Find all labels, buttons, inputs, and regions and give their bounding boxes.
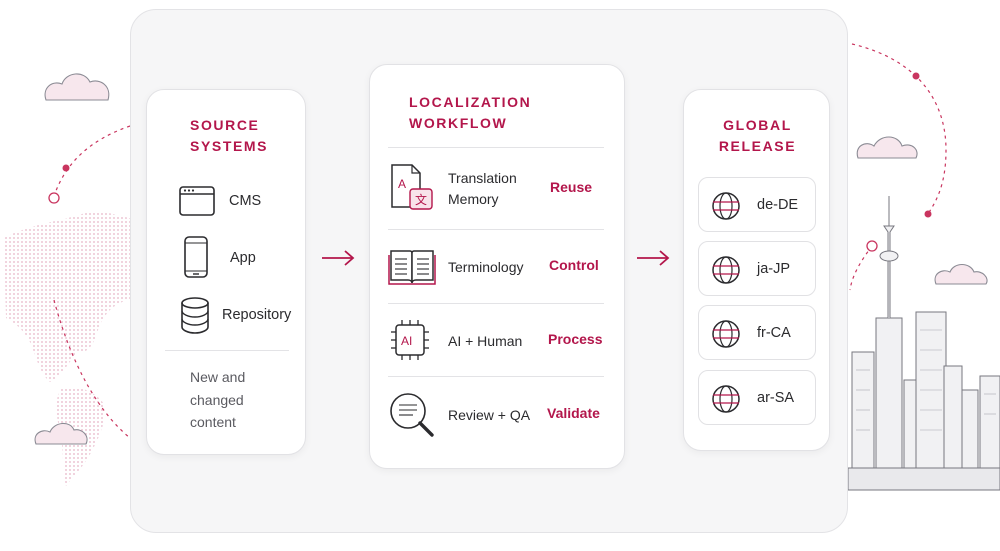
translate-document-icon: A 文 bbox=[391, 164, 433, 210]
global-release-card: GLOBAL RELEASE de-DE ja-JP fr-CA bbox=[683, 89, 830, 451]
workflow-step-action: Control bbox=[549, 257, 599, 273]
workflow-step-translation-memory: A 文 Translation Memory Reuse bbox=[388, 159, 606, 219]
locale-pill-ja-jp: ja-JP bbox=[698, 241, 816, 296]
locale-pill-ar-sa: ar-SA bbox=[698, 370, 816, 425]
flow-arrow-icon bbox=[637, 250, 670, 266]
divider bbox=[388, 376, 604, 377]
workflow-step-action: Reuse bbox=[550, 179, 593, 195]
source-note: New and changed content bbox=[190, 369, 246, 430]
workflow-step-ai-human: AI AI + Human Process bbox=[388, 311, 606, 371]
workflow-step-label: AI + Human bbox=[448, 333, 523, 349]
source-item-label: App bbox=[230, 250, 256, 266]
workflow-step-action: Process bbox=[548, 331, 603, 347]
open-book-icon bbox=[388, 250, 436, 285]
source-systems-title: SOURCE SYSTEMS bbox=[190, 117, 269, 154]
divider bbox=[388, 147, 604, 148]
source-item-cms: CMS bbox=[177, 179, 302, 223]
workflow-step-label: Terminology bbox=[448, 259, 524, 275]
city-skyline bbox=[847, 196, 1000, 491]
locale-pill-de-de: de-DE bbox=[698, 177, 816, 232]
divider bbox=[388, 229, 604, 230]
locale-label: fr-CA bbox=[757, 325, 791, 341]
source-item-label: CMS bbox=[229, 193, 262, 209]
smartphone-icon bbox=[184, 236, 208, 278]
workflow-step-action: Validate bbox=[547, 405, 600, 421]
globe-icon bbox=[712, 320, 740, 348]
magnifier-icon bbox=[390, 393, 434, 437]
globe-icon bbox=[712, 385, 740, 413]
skyline-windows bbox=[856, 329, 996, 431]
flow-arrow-icon bbox=[322, 250, 355, 266]
divider bbox=[165, 350, 289, 351]
workflow-step-review-qa: Review + QA Validate bbox=[388, 385, 606, 445]
workflow-step-label: Review + QA bbox=[448, 407, 531, 423]
global-release-title: GLOBAL RELEASE bbox=[718, 117, 797, 154]
workflow-step-terminology: Terminology Control bbox=[388, 237, 606, 297]
locale-label: ar-SA bbox=[757, 390, 795, 406]
source-item-repository: Repository bbox=[177, 293, 302, 337]
world-map-dots bbox=[4, 211, 138, 486]
source-item-app: App bbox=[177, 236, 302, 280]
svg-text:文: 文 bbox=[415, 192, 427, 207]
orbit-nodes bbox=[48, 72, 932, 252]
svg-text:A: A bbox=[398, 177, 406, 191]
localization-workflow-title: LOCALIZATION WORKFLOW bbox=[409, 94, 532, 131]
database-icon bbox=[181, 297, 209, 334]
svg-text:AI: AI bbox=[401, 334, 412, 348]
locale-pill-fr-ca: fr-CA bbox=[698, 305, 816, 360]
workflow-step-label: Translation Memory bbox=[448, 170, 517, 207]
globe-icon bbox=[712, 192, 740, 220]
divider bbox=[388, 303, 604, 304]
locale-label: de-DE bbox=[757, 197, 799, 213]
source-systems-card: SOURCE SYSTEMS CMS App Repository New an… bbox=[146, 89, 306, 455]
locale-label: ja-JP bbox=[757, 261, 791, 277]
localization-workflow-card: LOCALIZATION WORKFLOW A 文 Translation Me… bbox=[369, 64, 625, 469]
globe-icon bbox=[712, 256, 740, 284]
orbit-lines bbox=[53, 43, 947, 439]
browser-window-icon bbox=[179, 186, 215, 216]
ai-chip-icon: AI bbox=[391, 320, 429, 360]
source-item-label: Repository bbox=[222, 307, 292, 323]
cloud-decor bbox=[34, 73, 988, 445]
